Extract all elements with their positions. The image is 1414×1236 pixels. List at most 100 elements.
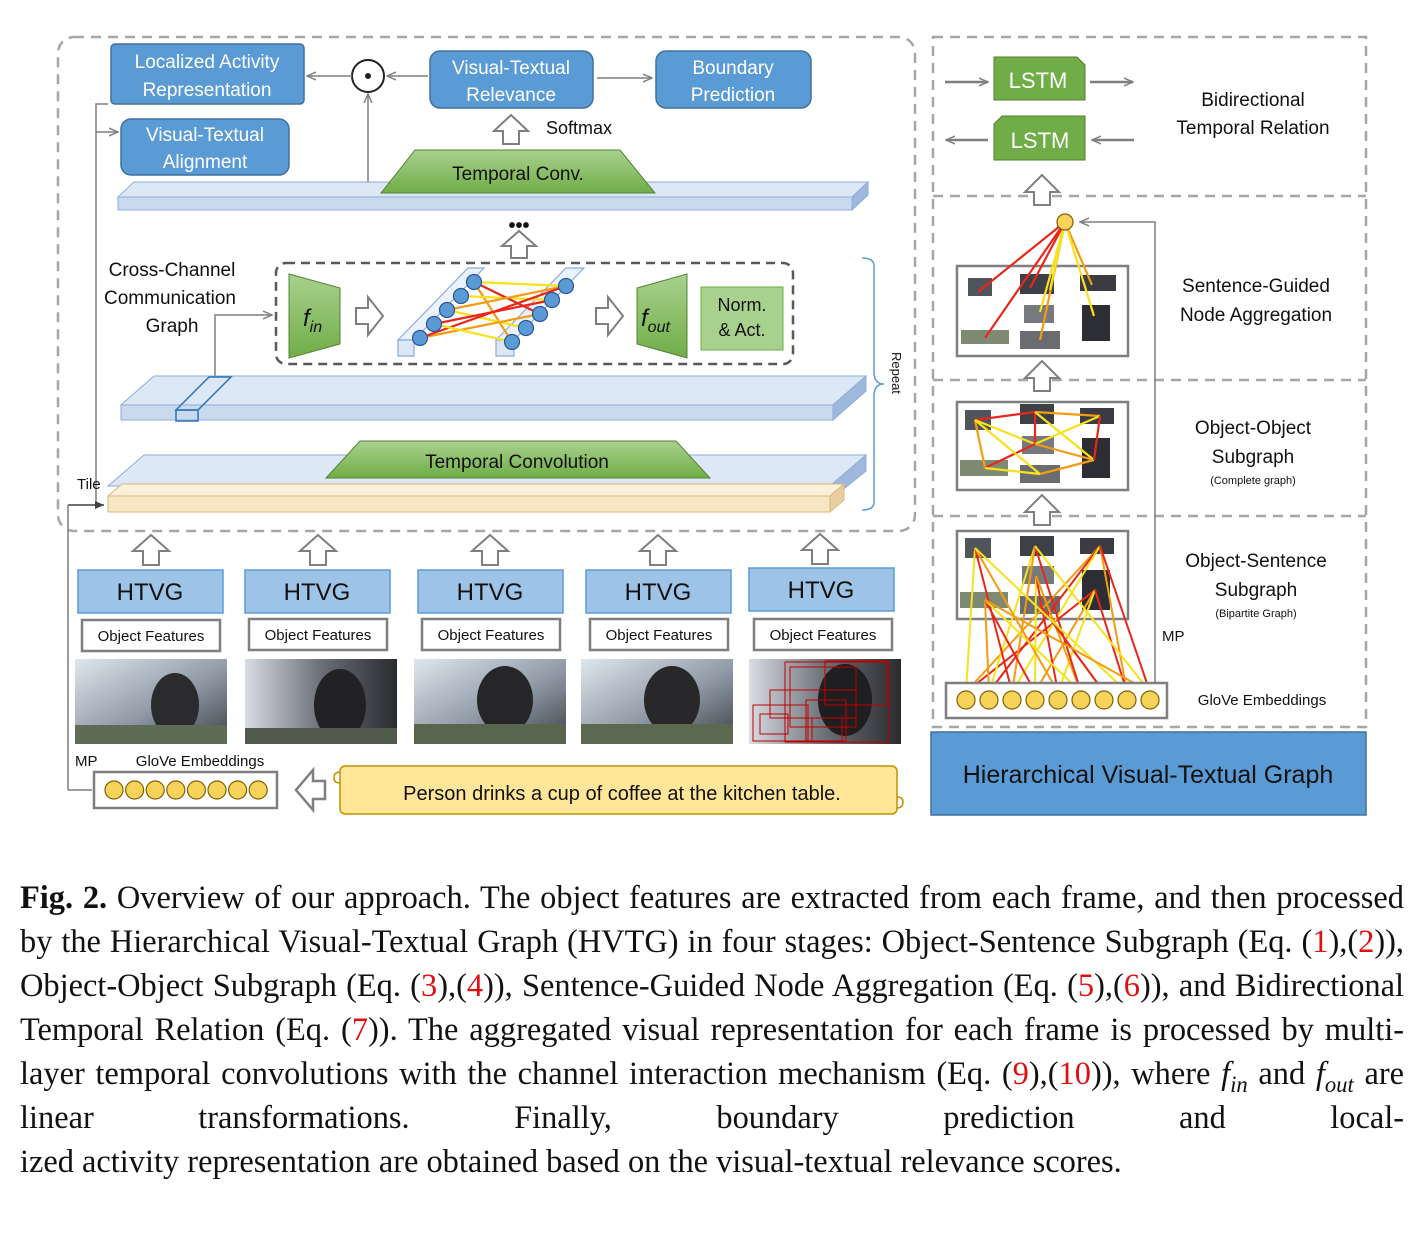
tile-label: Tile xyxy=(77,476,101,493)
frame-1-up-arrow xyxy=(130,533,172,566)
eq-ref[interactable]: 3 xyxy=(420,968,438,1004)
bipartite-edge xyxy=(1011,545,1101,693)
htvg-box-3 xyxy=(417,569,564,614)
caption-text: )), and Bidirectional Temporal Relation xyxy=(20,968,1404,1048)
object-features-box-5 xyxy=(752,617,894,652)
left-mp-label: MP xyxy=(75,753,98,770)
object-features-label-2: Object Features xyxy=(265,627,372,644)
right-block-arrow-3 xyxy=(1022,493,1062,526)
htvg-label-4: HTVG xyxy=(625,579,692,606)
arrow-left-vertical xyxy=(95,103,108,505)
frame-3-table xyxy=(414,724,566,744)
glove-embedding-node xyxy=(207,780,227,800)
htvg-label-3: HTVG xyxy=(457,579,524,606)
caption-text: )), Object-Object Subgraph (Eq. ( xyxy=(20,924,1404,1004)
htvg-box-2 xyxy=(244,569,391,614)
sentence-scroll-curl-left xyxy=(333,771,341,784)
vta-line2: Alignment xyxy=(163,152,248,173)
caption-text: layer temporal convolutions with the cha… xyxy=(20,1056,1013,1092)
f-in-trapezoid xyxy=(288,273,341,359)
frame-5-detection-boxes xyxy=(752,660,890,743)
glove-embedding-node xyxy=(1071,690,1091,710)
object-object-line1: Object-Object xyxy=(1195,418,1312,439)
f-out-subscript: out xyxy=(1324,1071,1354,1097)
lstm-backward-box xyxy=(993,115,1086,161)
bipartite-edge xyxy=(984,599,1151,693)
caption-line-3: stages: Object-Sentence Subgraph (Eq. (1… xyxy=(20,924,1404,1004)
caption-line-5: (Eq. (7)). The aggregated visual represe… xyxy=(275,1012,1404,1048)
caption-text: Sentence-Guided Node Aggregation (Eq. ( xyxy=(521,968,1078,1004)
object-features-label-1: Object Features xyxy=(98,628,205,645)
frame-4-person xyxy=(644,666,700,734)
middle-slab-face xyxy=(120,404,834,421)
frame-column-2: HTVG Object Features xyxy=(244,533,397,744)
frame-3-up-arrow xyxy=(469,533,511,566)
caption-text: (Eq. ( xyxy=(275,1012,352,1048)
norm-act-box xyxy=(700,286,784,351)
frame-1-person xyxy=(151,673,199,737)
caption-text: ),( xyxy=(437,968,467,1004)
caption-text: ),( xyxy=(1328,924,1359,960)
caption-text: stages: Object-Sentence Subgraph (Eq. ( xyxy=(784,924,1313,960)
norm-act-line2: & Act. xyxy=(718,320,765,340)
object-features-box-2 xyxy=(247,617,389,652)
bipartite-edge xyxy=(984,599,990,693)
object-features-label-5: Object Features xyxy=(770,627,877,644)
glove-embedding-node xyxy=(125,780,145,800)
frame-4-table xyxy=(581,724,733,744)
frame-2-table xyxy=(245,728,397,744)
object-object-line2: Subgraph xyxy=(1212,447,1294,468)
eq-ref[interactable]: 10 xyxy=(1058,1056,1091,1092)
vta-line1: Visual-Textual xyxy=(146,125,264,146)
caption-line-4: Sentence-Guided Node Aggregation (Eq. (5… xyxy=(20,968,1404,1048)
eq-ref[interactable]: 9 xyxy=(1012,1056,1029,1092)
aggregation-edges xyxy=(977,221,1096,341)
bidirectional-line1: Bidirectional xyxy=(1201,90,1305,111)
tan-slab-face xyxy=(107,495,831,513)
frame-3-person xyxy=(477,666,533,734)
bipartite-edge xyxy=(1099,545,1151,693)
glove-embedding-node xyxy=(228,780,248,800)
localized-activity-box xyxy=(110,43,305,105)
sentence-scroll-curl-right xyxy=(896,796,904,809)
frame-5-up-arrow xyxy=(799,532,841,565)
softmax-block-arrow xyxy=(491,113,531,145)
frame-column-3: HTVG Object Features xyxy=(414,533,566,744)
f-symbol: f xyxy=(1315,1056,1325,1092)
eq-ref[interactable]: 5 xyxy=(1077,968,1095,1004)
eq-ref[interactable]: 1 xyxy=(1312,924,1329,960)
bipartite-edge xyxy=(974,547,1059,693)
object-sentence-line1: Object-Sentence xyxy=(1185,551,1327,572)
caption-text: ),( xyxy=(1094,968,1124,1004)
f-out-label: fout xyxy=(641,305,670,336)
caption-text: and xyxy=(1247,1056,1316,1092)
localized-activity-line1: Localized Activity xyxy=(135,52,280,73)
caption-line-7: where fin and fout are linear transforma… xyxy=(20,1056,1404,1136)
sentence-guided-line2: Node Aggregation xyxy=(1180,305,1332,326)
glove-embedding-node xyxy=(186,780,206,800)
f-in-label: fin xyxy=(303,305,322,336)
sentence-text: Person drinks a cup of coffee at the kit… xyxy=(403,783,841,805)
bipartite-edge xyxy=(1011,545,1036,693)
eq-ref[interactable]: 7 xyxy=(351,1012,369,1048)
eq-ref[interactable]: 4 xyxy=(466,968,484,1004)
frame-2-up-arrow xyxy=(297,533,339,566)
glove-embedding-node xyxy=(1117,690,1137,710)
vtr-line1: Visual-Textual xyxy=(452,58,570,79)
aggregation-node xyxy=(1056,213,1074,231)
ellipsis-block-arrow xyxy=(499,229,539,259)
object-sentence-line2: Subgraph xyxy=(1215,580,1297,601)
left-glove-label: GloVe Embeddings xyxy=(136,753,264,770)
caption-line-2: frame, and then processed by the Hierarc… xyxy=(20,880,1404,960)
bp-line2: Prediction xyxy=(691,85,776,106)
tan-slab-side xyxy=(829,482,845,514)
localized-activity-line2: Representation xyxy=(143,80,272,101)
frame-column-1: HTVG Object Features xyxy=(75,533,227,744)
overview-figure: Localized Activity Representation Visual… xyxy=(56,35,1368,816)
bipartite-edges xyxy=(965,545,1151,693)
eq-ref[interactable]: 2 xyxy=(1358,924,1375,960)
bipartite-edge xyxy=(984,599,1036,693)
bipartite-edge xyxy=(974,547,1013,693)
caption-text: )). The aggregated visual representation… xyxy=(368,1012,1404,1048)
eq-ref[interactable]: 6 xyxy=(1123,968,1140,1004)
